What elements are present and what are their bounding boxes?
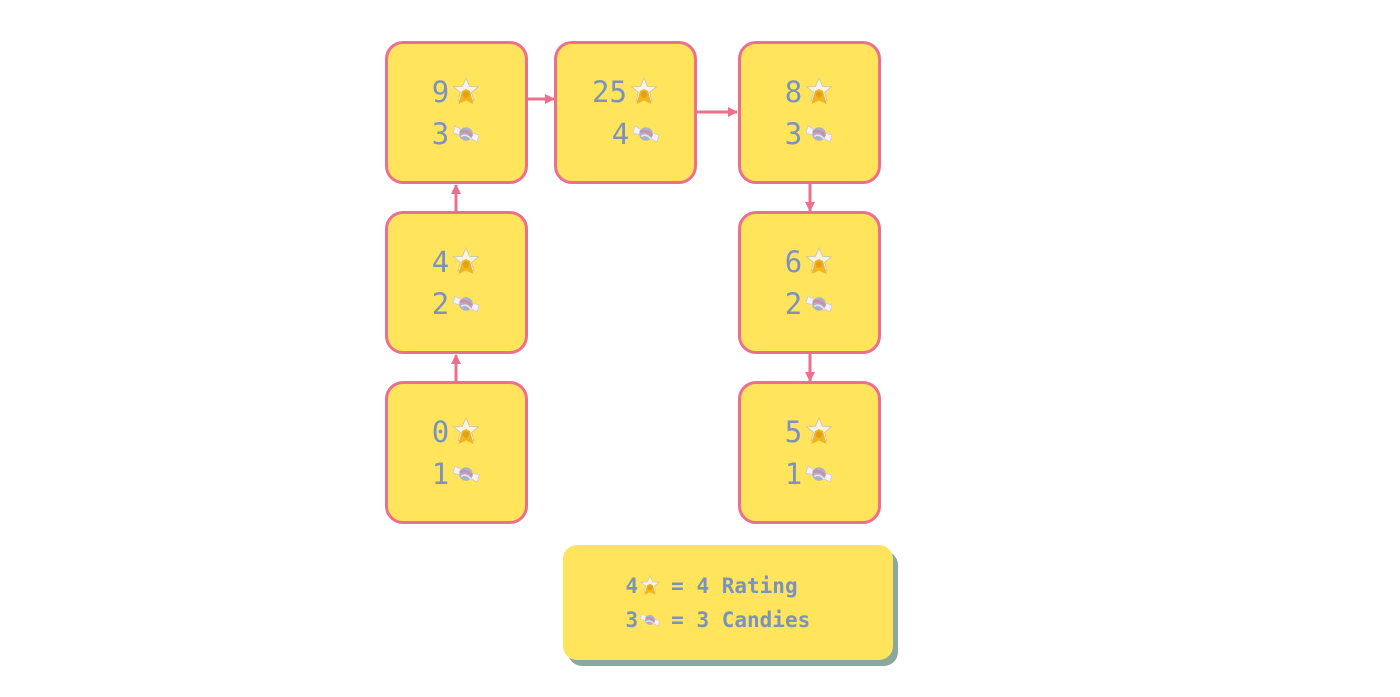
node-r3c3: 5 1: [738, 381, 881, 524]
candy-icon: [804, 119, 834, 149]
legend-candies-text: = 3 Candies: [671, 607, 811, 632]
legend-rating-text: = 4 Rating: [671, 573, 798, 598]
node-candies-line: 2: [785, 289, 834, 319]
node-rating-line: 8: [784, 74, 834, 109]
star-badge-icon: [804, 246, 834, 277]
star-badge-icon: [639, 574, 661, 597]
candy-icon: [451, 119, 481, 149]
node-rating-value: 4: [431, 244, 450, 279]
node-rating-line: 4: [431, 244, 481, 279]
legend-rating-line: 4 = 4 Rating: [626, 574, 831, 598]
legend-candies-line: 3 = 3 Candies: [626, 608, 831, 632]
node-candies-line: 3: [432, 119, 481, 149]
candy-icon: [451, 289, 481, 319]
node-rating-line: 6: [784, 244, 834, 279]
node-candies-line: 2: [432, 289, 481, 319]
node-rating-value: 8: [784, 74, 803, 109]
star-badge-icon: [804, 76, 834, 107]
legend-rating-value: 4: [625, 573, 639, 598]
candy-icon: [451, 459, 481, 489]
node-rating-value: 6: [784, 244, 803, 279]
node-rating-value: 0: [431, 414, 450, 449]
node-r1c3: 8 3: [738, 41, 881, 184]
node-rating-line: 0: [431, 414, 481, 449]
star-badge-icon: [451, 246, 481, 277]
node-candies-value: 1: [784, 456, 803, 491]
candy-icon: [804, 289, 834, 319]
node-r2c1: 4 2: [385, 211, 528, 354]
node-candies-line: 1: [785, 459, 834, 489]
node-rating-value: 25: [592, 74, 627, 109]
node-rating-value: 5: [784, 414, 803, 449]
star-badge-icon: [451, 416, 481, 447]
node-candies-value: 1: [431, 456, 450, 491]
candy-icon: [804, 459, 834, 489]
node-r1c2: 25 4: [554, 41, 697, 184]
node-candies-line: 3: [785, 119, 834, 149]
node-candies-value: 3: [784, 116, 803, 151]
node-candies-value: 2: [784, 286, 803, 321]
star-badge-icon: [451, 76, 481, 107]
legend-box: 4 = 4 Rating 3 = 3 Candies: [563, 545, 893, 660]
star-badge-icon: [804, 416, 834, 447]
candy-icon: [631, 119, 661, 149]
node-rating-value: 9: [431, 74, 450, 109]
node-rating-line: 9: [431, 74, 481, 109]
node-candies-line: 1: [432, 459, 481, 489]
node-rating-line: 5: [784, 414, 834, 449]
node-candies-value: 4: [611, 116, 630, 151]
star-badge-icon: [629, 76, 659, 107]
node-candies-value: 2: [431, 286, 450, 321]
node-candies-line: 4: [590, 119, 661, 149]
node-candies-value: 3: [431, 116, 450, 151]
node-r1c1: 9 3: [385, 41, 528, 184]
node-r2c3: 6 2: [738, 211, 881, 354]
legend-candies-value: 3: [625, 607, 639, 632]
candy-icon: [639, 609, 661, 631]
node-rating-line: 25: [592, 74, 659, 109]
node-r3c1: 0 1: [385, 381, 528, 524]
